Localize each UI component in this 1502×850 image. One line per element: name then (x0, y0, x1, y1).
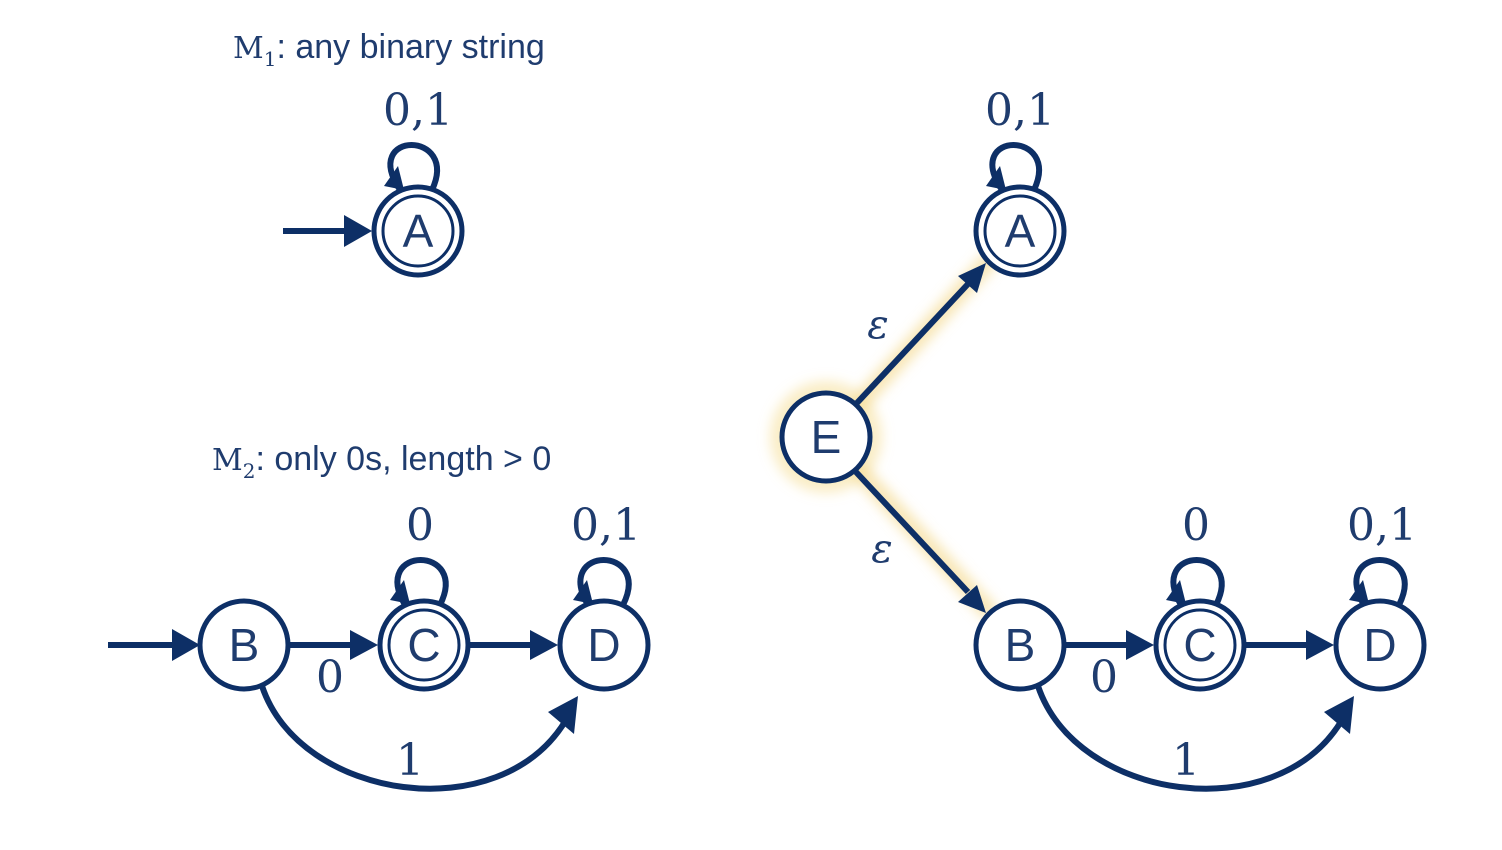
state-b-right (973, 598, 1067, 692)
d-self-loop-right (1353, 557, 1408, 607)
d-self-loop-left (577, 557, 632, 607)
e-to-a-edge (853, 281, 971, 407)
state-b-left (197, 598, 291, 692)
state-c-left-label: C (407, 619, 440, 671)
state-c-left-accept-ring (387, 608, 461, 682)
c-self-loop-right (1170, 557, 1225, 607)
b-to-d-label-right: 1 (1172, 735, 1200, 786)
state-c-left (377, 598, 471, 692)
b-to-c-label-right: 0 (1090, 652, 1118, 703)
state-a-left (371, 184, 465, 278)
m2-machine: 0 1 0 0,1 B C D (108, 500, 651, 792)
state-d-left (557, 598, 651, 692)
c-self-loop-left (394, 557, 449, 607)
state-c-right-label: C (1183, 619, 1216, 671)
state-e (779, 390, 873, 484)
b-to-d-label-left: 1 (396, 735, 424, 786)
state-a-left-label: A (403, 205, 434, 257)
d-loop-label-left: 0,1 (571, 500, 641, 551)
state-e-label: E (811, 411, 842, 463)
b-to-c-arrowhead-right (1126, 630, 1154, 660)
e-to-a-label: ε (867, 302, 888, 348)
e-to-a-arrowhead (958, 263, 986, 293)
d-self-loop-left-arrowhead (573, 580, 593, 604)
b-to-d-edge-left (259, 685, 569, 792)
state-b-left-label: B (229, 619, 260, 671)
state-a-right-accept-ring (983, 194, 1057, 268)
a-self-loop-right-arrowhead (986, 166, 1006, 190)
b-to-d-edge-right (1035, 685, 1345, 792)
state-c-right-accept-ring (1163, 608, 1237, 682)
c-to-d-arrowhead-left (530, 630, 558, 660)
c-self-loop-left-arrowhead (390, 580, 410, 604)
union-machine: ε ε E 0,1 A 0 1 0 0,1 B (770, 85, 1427, 792)
b-to-d-arrowhead-left (548, 696, 578, 734)
state-b-right-label: B (1005, 619, 1036, 671)
a-self-loop-right (989, 142, 1042, 192)
a-loop-label-left: 0,1 (383, 85, 453, 136)
d-self-loop-right-arrowhead (1349, 580, 1369, 604)
state-a-right (973, 184, 1067, 278)
c-loop-label-left: 0 (406, 500, 434, 551)
a-self-loop-left (387, 142, 440, 192)
state-a-left-accept-ring (381, 194, 455, 268)
d-loop-label-right: 0,1 (1347, 500, 1417, 551)
b-to-c-arrowhead-left (350, 630, 378, 660)
a-loop-label-right: 0,1 (985, 85, 1055, 136)
state-c-right (1153, 598, 1247, 692)
m2-title: M2: only 0s, length > 0 (212, 440, 551, 483)
e-to-b-arrowhead (958, 585, 986, 613)
state-d-right-label: D (1363, 619, 1396, 671)
b-to-d-arrowhead-right (1324, 696, 1354, 734)
b-to-c-label-left: 0 (316, 652, 344, 703)
a-self-loop-left-arrowhead (384, 166, 404, 190)
e-to-b-edge (853, 469, 971, 595)
c-self-loop-right-arrowhead (1166, 580, 1186, 604)
c-to-d-arrowhead-right (1306, 630, 1334, 660)
m1-title: M1: any binary string (233, 28, 545, 71)
state-d-right (1333, 598, 1427, 692)
state-a-right-label: A (1005, 205, 1036, 257)
m1-start-arrowhead (344, 215, 372, 247)
c-loop-label-right: 0 (1182, 500, 1210, 551)
m1-machine: 0,1 A (283, 85, 465, 278)
e-to-b-label: ε (871, 526, 892, 572)
m2-start-arrowhead (172, 629, 200, 661)
state-d-left-label: D (587, 619, 620, 671)
